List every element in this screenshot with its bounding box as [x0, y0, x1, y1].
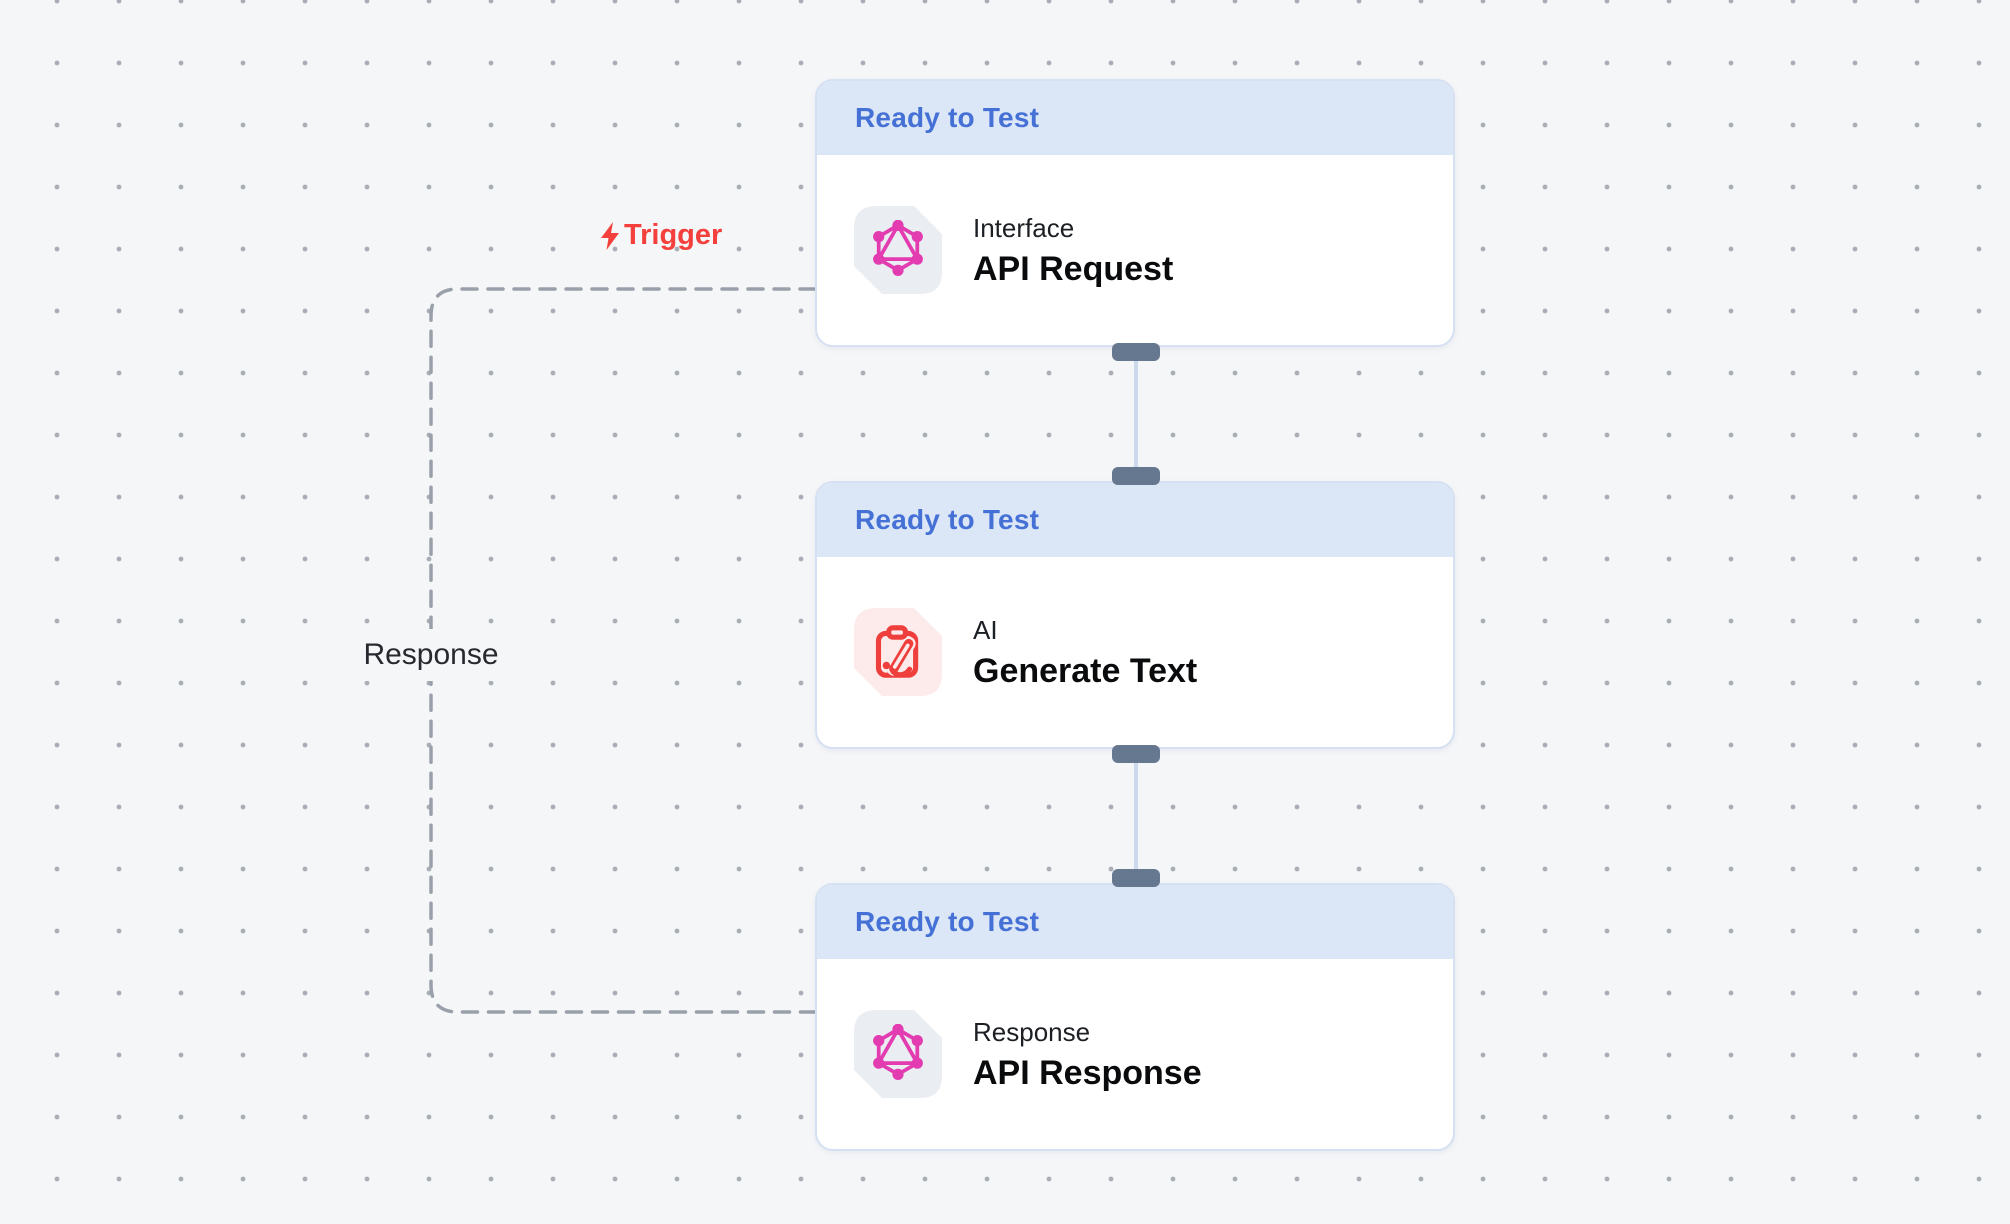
node-api-response[interactable]: Ready to Test	[815, 883, 1455, 1151]
edge-node2-node3	[1134, 754, 1138, 876]
node-api-request[interactable]: Ready to Test	[815, 79, 1455, 347]
icon-tile-shape	[854, 1010, 942, 1098]
lightning-bolt-icon	[601, 221, 619, 250]
node-icon-tile	[853, 205, 943, 295]
icon-tile-shape	[854, 206, 942, 294]
graphql-icon	[873, 220, 923, 276]
edge-node1-node2	[1134, 352, 1138, 474]
node-generate-text[interactable]: Ready to Test	[815, 481, 1455, 749]
node-category: Interface	[973, 212, 1075, 243]
trigger-label-text: Trigger	[624, 219, 723, 251]
node-title: API Request	[973, 249, 1174, 288]
node-status-header: Ready to Test	[817, 885, 1453, 959]
edge-label-response: Response	[351, 629, 511, 681]
node-status-header: Ready to Test	[817, 483, 1453, 557]
output-handle-generate-text[interactable]	[1112, 745, 1160, 763]
input-handle-generate-text[interactable]	[1112, 467, 1160, 485]
response-label-text: Response	[363, 638, 499, 671]
trigger-badge: Trigger	[598, 219, 722, 252]
node-body: Interface API Request	[817, 155, 1453, 345]
status-badge: Ready to Test	[855, 906, 1040, 937]
node-body: AI Generate Text	[817, 557, 1453, 747]
node-text: AI Generate Text	[973, 617, 1197, 688]
status-badge: Ready to Test	[855, 504, 1040, 535]
node-title: API Response	[973, 1053, 1202, 1092]
status-badge: Ready to Test	[855, 102, 1040, 133]
node-category: Response	[973, 1016, 1091, 1047]
graphql-icon	[873, 1024, 923, 1080]
output-handle-api-request[interactable]	[1112, 343, 1160, 361]
input-handle-api-response[interactable]	[1112, 869, 1160, 887]
node-status-header: Ready to Test	[817, 81, 1453, 155]
node-icon-tile	[853, 607, 943, 697]
node-body: Response API Response	[817, 959, 1453, 1149]
node-text: Response API Response	[973, 1019, 1202, 1090]
node-category: AI	[973, 614, 998, 645]
node-title: Generate Text	[973, 651, 1198, 690]
node-text: Interface API Request	[973, 215, 1173, 286]
clipboard-pen-icon	[875, 625, 919, 678]
node-icon-tile	[853, 1009, 943, 1099]
